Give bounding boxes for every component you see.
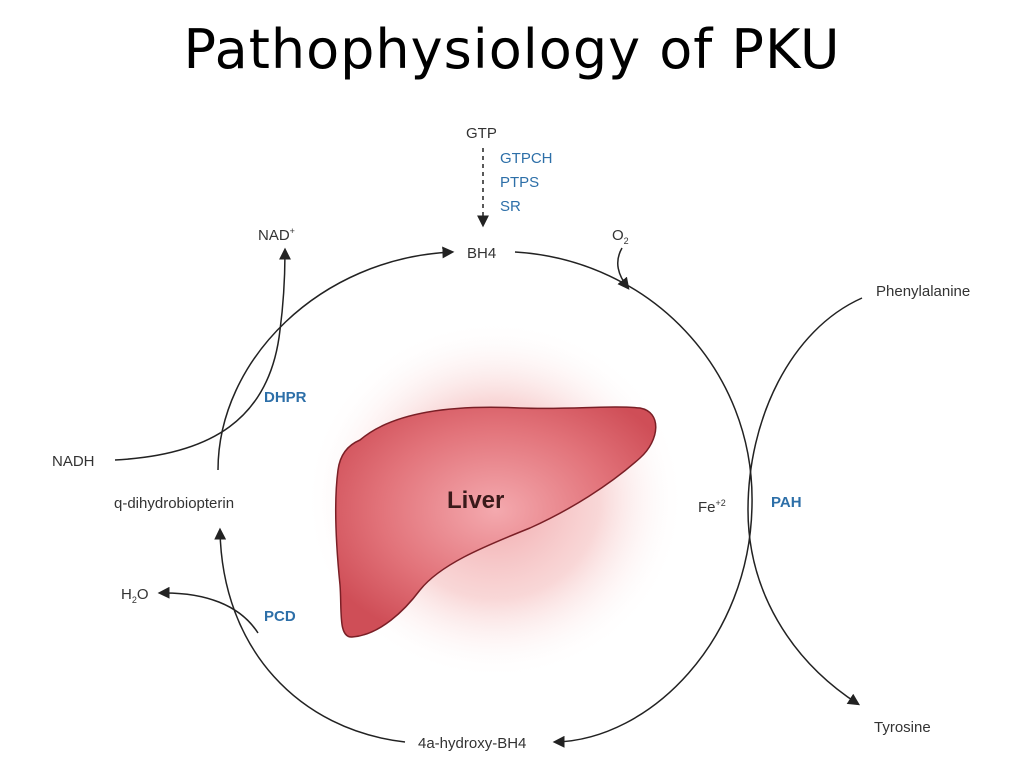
label-bh4: BH4 bbox=[467, 245, 496, 262]
arrow-phenylalanine-to-tyrosine bbox=[747, 297, 863, 706]
arrow-o2-in bbox=[616, 247, 630, 290]
fe-superscript: +2 bbox=[716, 498, 726, 508]
enzyme-pcd: PCD bbox=[264, 608, 296, 625]
arrow-to-h2o bbox=[157, 586, 259, 634]
label-nadh: NADH bbox=[52, 453, 95, 470]
h2o-o: O bbox=[137, 586, 149, 603]
arrow-hydroxy-to-q-dihydro bbox=[214, 527, 406, 743]
label-fe: Fe+2 bbox=[698, 498, 726, 516]
label-4a-hydroxy-bh4: 4a-hydroxy-BH4 bbox=[418, 735, 526, 752]
enzyme-pah: PAH bbox=[771, 494, 802, 511]
o2-subscript: 2 bbox=[624, 236, 629, 246]
liver-label: Liver bbox=[447, 487, 504, 514]
h2o-subscript: 2 bbox=[132, 595, 137, 605]
label-nad: NAD+ bbox=[258, 226, 295, 244]
enzyme-dhpr: DHPR bbox=[264, 389, 307, 406]
arrow-q-dihydro-to-bh4 bbox=[217, 246, 455, 471]
nad-superscript: + bbox=[290, 226, 295, 236]
label-phenylalanine: Phenylalanine bbox=[876, 283, 970, 300]
label-q-dihydrobiopterin: q-dihydrobiopterin bbox=[114, 495, 234, 512]
arrow-nadh-to-nad bbox=[114, 247, 291, 461]
enzyme-sr: SR bbox=[500, 198, 521, 215]
fe-main: Fe bbox=[698, 499, 716, 516]
o2-main: O bbox=[612, 227, 624, 244]
liver-illustration bbox=[335, 406, 657, 638]
enzyme-ptps: PTPS bbox=[500, 174, 539, 191]
label-tyrosine: Tyrosine bbox=[874, 719, 931, 736]
enzyme-gtpch: GTPCH bbox=[500, 150, 553, 167]
label-gtp: GTP bbox=[466, 125, 497, 142]
label-h2o: H2O bbox=[121, 586, 149, 605]
h2o-h: H bbox=[121, 586, 132, 603]
page-title: Pathophysiology of PKU bbox=[183, 18, 841, 81]
label-o2: O2 bbox=[612, 227, 629, 246]
nad-main: NAD bbox=[258, 227, 290, 244]
